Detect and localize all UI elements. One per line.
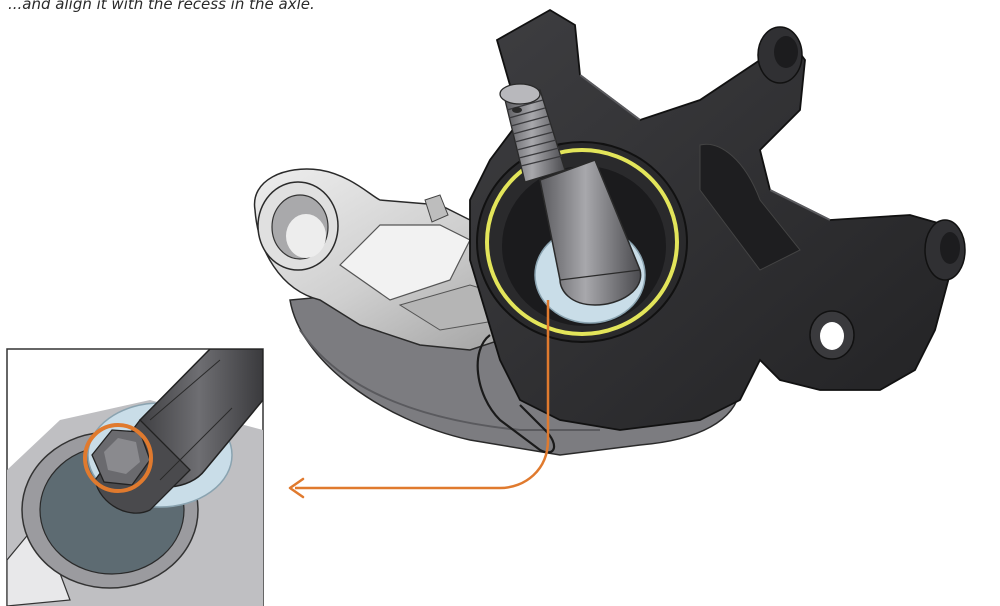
instruction-caption: ...and align it with the recess in the a… [8,0,315,13]
callout-line [295,300,550,490]
circle-highlight-icon [83,423,153,493]
detail-inset [6,348,264,606]
seal-ring [485,148,679,336]
retaining-wire [476,334,556,454]
arrow-left-icon [288,477,305,499]
axle-stud [499,83,642,306]
